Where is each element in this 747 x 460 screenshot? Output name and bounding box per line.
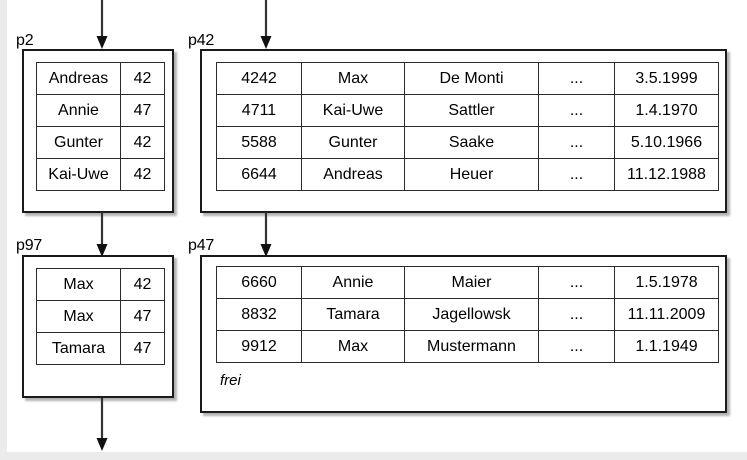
cell-last-name: De Monti bbox=[404, 62, 539, 95]
page-label-p42: p42 bbox=[188, 32, 215, 49]
table-row: 6644 Andreas Heuer ... 11.12.1988 bbox=[216, 158, 719, 191]
cell-ellipsis: ... bbox=[538, 126, 615, 159]
cell-value: 42 bbox=[120, 126, 165, 159]
cell-last-name: Sattler bbox=[404, 94, 539, 127]
cell-key: Annie bbox=[36, 94, 121, 127]
cell-id: 5588 bbox=[216, 126, 302, 159]
cell-ellipsis: ... bbox=[538, 298, 615, 331]
cell-ellipsis: ... bbox=[538, 330, 615, 363]
table-row: 6660 Annie Maier ... 1.5.1978 bbox=[216, 266, 719, 299]
cell-key: Max bbox=[36, 268, 121, 301]
arrow-p2-to-p97 bbox=[95, 212, 109, 258]
cell-id: 8832 bbox=[216, 298, 302, 331]
cell-date: 1.5.1978 bbox=[614, 266, 719, 299]
table-row: Kai-Uwe 42 bbox=[36, 158, 165, 191]
cell-value: 42 bbox=[120, 62, 165, 95]
cell-key: Tamara bbox=[36, 332, 121, 365]
cell-last-name: Mustermann bbox=[404, 330, 539, 363]
table-row: 4711 Kai-Uwe Sattler ... 1.4.1970 bbox=[216, 94, 719, 127]
arrow-into-p42 bbox=[259, 0, 273, 50]
cell-key: Andreas bbox=[36, 62, 121, 95]
cell-first-name: Max bbox=[301, 330, 405, 363]
cell-last-name: Heuer bbox=[404, 158, 539, 191]
cell-first-name: Tamara bbox=[301, 298, 405, 331]
cell-first-name: Max bbox=[301, 62, 405, 95]
table-row: 9912 Max Mustermann ... 1.1.1949 bbox=[216, 330, 719, 363]
page-label-p97: p97 bbox=[16, 237, 43, 254]
cell-first-name: Andreas bbox=[301, 158, 405, 191]
table-row: Gunter 42 bbox=[36, 126, 165, 159]
cell-value: 42 bbox=[120, 158, 165, 191]
index-table-p2: Andreas 42 Annie 47 Gunter 42 Kai-Uwe 42 bbox=[36, 62, 165, 191]
table-row: 8832 Tamara Jagellowsk ... 11.11.2009 bbox=[216, 298, 719, 331]
data-table-p47: 6660 Annie Maier ... 1.5.1978 8832 Tamar… bbox=[216, 266, 719, 363]
index-table-p97: Max 42 Max 47 Tamara 47 bbox=[36, 268, 165, 365]
cell-date: 11.12.1988 bbox=[614, 158, 719, 191]
cell-id: 4711 bbox=[216, 94, 302, 127]
table-row: 4242 Max De Monti ... 3.5.1999 bbox=[216, 62, 719, 95]
arrow-out-of-p97 bbox=[95, 398, 109, 452]
page-box-p97[interactable]: Max 42 Max 47 Tamara 47 bbox=[22, 255, 174, 398]
cell-key: Kai-Uwe bbox=[36, 158, 121, 191]
page-box-p47[interactable]: 6660 Annie Maier ... 1.5.1978 8832 Tamar… bbox=[200, 255, 727, 413]
cell-last-name: Saake bbox=[404, 126, 539, 159]
cell-key: Gunter bbox=[36, 126, 121, 159]
cell-date: 11.11.2009 bbox=[614, 298, 719, 331]
cell-last-name: Jagellowsk bbox=[404, 298, 539, 331]
page-label-p2: p2 bbox=[16, 32, 34, 49]
table-row: Max 47 bbox=[36, 300, 165, 333]
arrow-into-p2 bbox=[95, 0, 109, 50]
cell-first-name: Gunter bbox=[301, 126, 405, 159]
cell-id: 4242 bbox=[216, 62, 302, 95]
cell-id: 6644 bbox=[216, 158, 302, 191]
cell-ellipsis: ... bbox=[538, 94, 615, 127]
table-row: 5588 Gunter Saake ... 5.10.1966 bbox=[216, 126, 719, 159]
page-box-p2[interactable]: Andreas 42 Annie 47 Gunter 42 Kai-Uwe 42 bbox=[22, 49, 174, 213]
cell-value: 42 bbox=[120, 268, 165, 301]
table-row: Andreas 42 bbox=[36, 62, 165, 95]
cell-date: 1.4.1970 bbox=[614, 94, 719, 127]
cell-last-name: Maier bbox=[404, 266, 539, 299]
page-box-p42[interactable]: 4242 Max De Monti ... 3.5.1999 4711 Kai-… bbox=[200, 49, 727, 213]
table-row: Tamara 47 bbox=[36, 332, 165, 365]
page-label-p47: p47 bbox=[188, 237, 215, 254]
arrow-p42-to-p47 bbox=[259, 212, 273, 258]
cell-id: 9912 bbox=[216, 330, 302, 363]
cell-value: 47 bbox=[120, 94, 165, 127]
table-row: Max 42 bbox=[36, 268, 165, 301]
cell-date: 3.5.1999 bbox=[614, 62, 719, 95]
cell-ellipsis: ... bbox=[538, 266, 615, 299]
cell-id: 6660 bbox=[216, 266, 302, 299]
cell-date: 5.10.1966 bbox=[614, 126, 719, 159]
cell-value: 47 bbox=[120, 332, 165, 365]
table-row: Annie 47 bbox=[36, 94, 165, 127]
cell-first-name: Annie bbox=[301, 266, 405, 299]
data-table-p42: 4242 Max De Monti ... 3.5.1999 4711 Kai-… bbox=[216, 62, 719, 191]
cell-key: Max bbox=[36, 300, 121, 333]
cell-ellipsis: ... bbox=[538, 62, 615, 95]
cell-ellipsis: ... bbox=[538, 158, 615, 191]
cell-value: 47 bbox=[120, 300, 165, 333]
cell-first-name: Kai-Uwe bbox=[301, 94, 405, 127]
cell-date: 1.1.1949 bbox=[614, 330, 719, 363]
free-space-label: frei bbox=[220, 372, 241, 389]
diagram-canvas: p2 Andreas 42 Annie 47 Gunter 42 Kai-Uwe… bbox=[7, 0, 747, 452]
